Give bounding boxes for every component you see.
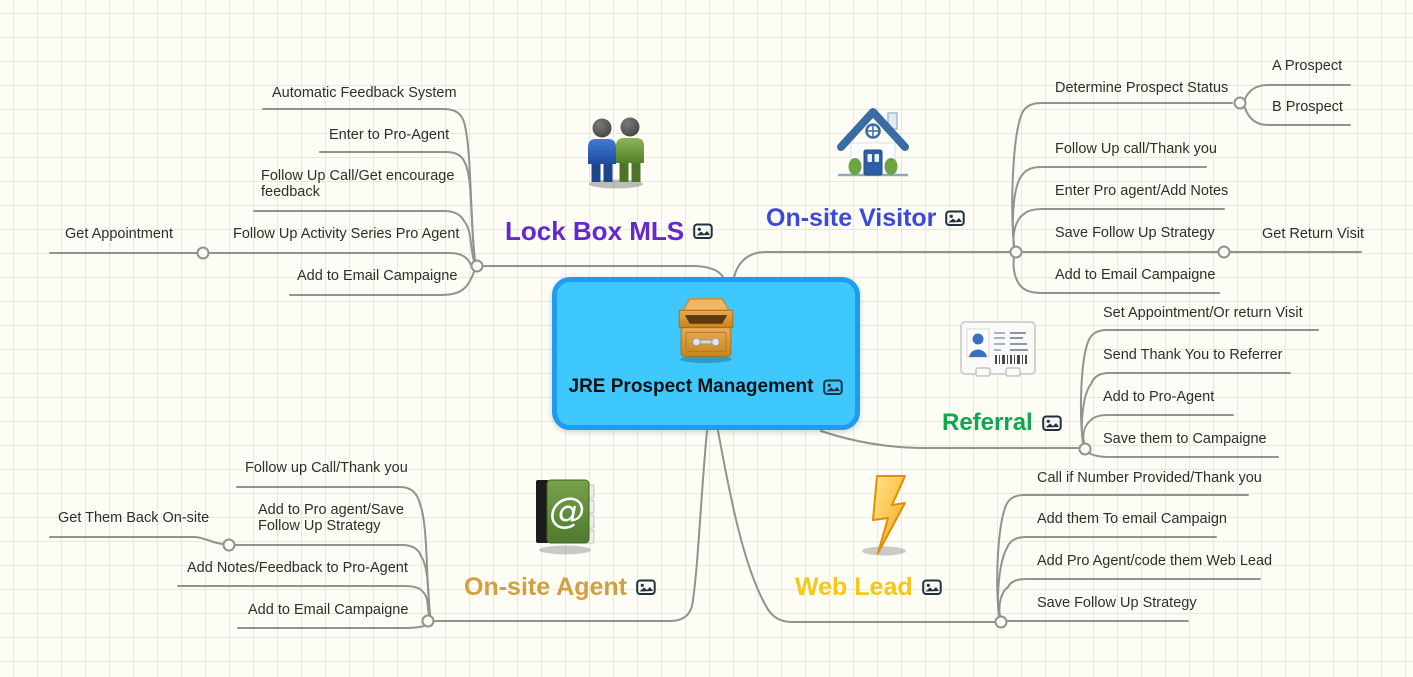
topic-enter-pro-agent-add-notes[interactable]: Enter Pro agent/Add Notes [1055, 183, 1229, 199]
topic-add-to-email-campaigne-visitor[interactable]: Add to Email Campaigne [1055, 267, 1216, 283]
junction-dot-referral[interactable] [1078, 442, 1092, 456]
address-book-icon: @ [527, 473, 606, 563]
junction-dot-prospect-status[interactable] [1233, 96, 1247, 110]
connector-referral-c4 [1088, 452, 1279, 458]
topic-automatic-feedback-system[interactable]: Automatic Feedback System [272, 85, 457, 101]
image-attachment-icon[interactable] [945, 210, 966, 227]
connector-b-prospect [1244, 107, 1351, 126]
topic-save-follow-up-strategy-visitor[interactable]: Save Follow Up Strategy [1055, 225, 1215, 241]
topic-follow-up-call-thank-you[interactable]: Follow Up call/Thank you [1055, 141, 1217, 157]
connector-referral-main [820, 430, 1080, 449]
connector-agent-c3 [177, 585, 430, 616]
connector-visitor-main [733, 251, 1011, 278]
connector-referral-c1 [1079, 329, 1319, 444]
connector-get-them-back [49, 536, 224, 545]
topic-a-prospect[interactable]: A Prospect [1272, 58, 1343, 74]
two-people-icon [572, 114, 656, 203]
branch-lock-box-mls[interactable]: Lock Box MLS [505, 216, 713, 247]
image-attachment-icon[interactable] [921, 579, 942, 596]
junction-dot-lockbox[interactable] [470, 259, 484, 273]
topic-follow-up-call-get-encourage-feedback[interactable]: Follow Up Call/Get encourage feedback [261, 168, 455, 200]
connector-lockbox-c2 [319, 151, 476, 261]
connector-visitor-c2 [1011, 166, 1207, 247]
connector-lockbox-c5 [289, 271, 475, 296]
topic-follow-up-activity-series-pro-agent[interactable]: Follow Up Activity Series Pro Agent [233, 226, 460, 242]
house-icon [831, 103, 915, 190]
topic-add-to-pro-agent-save-follow-up-strategy[interactable]: Add to Pro agent/Save Follow Up Strategy [258, 502, 404, 534]
connector-lockbox-c4 [209, 252, 472, 266]
topic-call-if-number-provided[interactable]: Call if Number Provided/Thank you [1037, 470, 1262, 486]
topic-b-prospect[interactable]: B Prospect [1272, 99, 1343, 115]
connector-referral-c3 [1082, 414, 1234, 444]
id-card-icon [958, 316, 1038, 393]
branch-referral[interactable]: Referral [942, 409, 1062, 437]
branch-label-text: Referral [942, 409, 1033, 436]
connector-visitor-c1 [1011, 102, 1233, 247]
svg-text:@: @ [549, 491, 585, 532]
image-attachment-icon[interactable] [636, 579, 656, 596]
junction-dot-visitor[interactable] [1009, 245, 1023, 259]
branch-web-lead[interactable]: Web Lead [795, 573, 942, 602]
topic-send-thank-you-to-referrer[interactable]: Send Thank You to Referrer [1103, 347, 1283, 363]
topic-add-to-email-campaigne-lockbox[interactable]: Add to Email Campaigne [297, 268, 458, 284]
topic-add-them-to-email-campaign[interactable]: Add them To email Campaign [1037, 511, 1227, 527]
image-attachment-icon[interactable] [693, 223, 713, 240]
topic-add-to-pro-agent[interactable]: Add to Pro-Agent [1103, 389, 1215, 405]
connector-visitor-c3 [1012, 208, 1225, 248]
image-attachment-icon[interactable] [1041, 415, 1062, 432]
root-node[interactable]: JRE Prospect Management [552, 277, 860, 430]
topic-set-appointment-or-return-visit[interactable]: Set Appointment/Or return Visit [1103, 305, 1303, 321]
branch-on-site-visitor[interactable]: On-site Visitor [766, 204, 966, 233]
junction-dot-save-strategy[interactable] [1217, 245, 1231, 259]
topic-add-pro-agent-code-them-web-lead[interactable]: Add Pro Agent/code them Web Lead [1037, 553, 1273, 569]
topic-get-appointment[interactable]: Get Appointment [65, 226, 174, 242]
branch-on-site-agent[interactable]: On-site Agent [464, 573, 656, 602]
archive-drawer-icon [667, 296, 745, 368]
connector-weblead-c2 [996, 536, 1217, 617]
branch-label-text: On-site Agent [464, 573, 627, 601]
connector-weblead-main [717, 430, 996, 623]
connector-lockbox-main [482, 265, 724, 278]
topic-add-notes-feedback-to-pro-agent[interactable]: Add Notes/Feedback to Pro-Agent [187, 560, 408, 576]
topic-determine-prospect-status[interactable]: Determine Prospect Status [1055, 80, 1229, 96]
topic-save-follow-up-strategy-weblead[interactable]: Save Follow Up Strategy [1037, 595, 1197, 611]
lightning-icon [846, 473, 924, 563]
topic-add-to-email-campaigne-agent[interactable]: Add to Email Campaigne [248, 602, 409, 618]
junction-dot-agent[interactable] [421, 614, 435, 628]
branch-label-text: On-site Visitor [766, 204, 937, 232]
junction-dot-get-them-back[interactable] [222, 538, 236, 552]
image-attachment-icon[interactable] [823, 379, 844, 396]
root-label: JRE Prospect Management [568, 376, 814, 397]
connector-weblead-c1 [996, 494, 1249, 617]
connector-agent-main [433, 430, 708, 622]
topic-save-them-to-campaigne[interactable]: Save them to Campaigne [1103, 431, 1267, 447]
connector-agent-c2 [234, 544, 431, 616]
topic-get-return-visit[interactable]: Get Return Visit [1262, 226, 1365, 242]
connector-a-prospect [1244, 84, 1351, 100]
connector-referral-c2 [1080, 372, 1291, 444]
topic-get-them-back-on-site[interactable]: Get Them Back On-site [58, 510, 210, 526]
junction-dot-weblead[interactable] [994, 615, 1008, 629]
junction-dot-get-appointment[interactable] [196, 246, 210, 260]
connector-lockbox-c3 [253, 210, 475, 262]
connector-weblead-c3 [998, 578, 1261, 617]
connector-visitor-c5 [1012, 256, 1220, 294]
branch-label-text: Lock Box MLS [505, 216, 685, 246]
branch-label-text: Web Lead [795, 573, 913, 601]
topic-enter-to-pro-agent[interactable]: Enter to Pro-Agent [329, 127, 450, 143]
connector-agent-c4 [237, 625, 425, 629]
topic-follow-up-call-thank-you-agent[interactable]: Follow up Call/Thank you [245, 460, 408, 476]
